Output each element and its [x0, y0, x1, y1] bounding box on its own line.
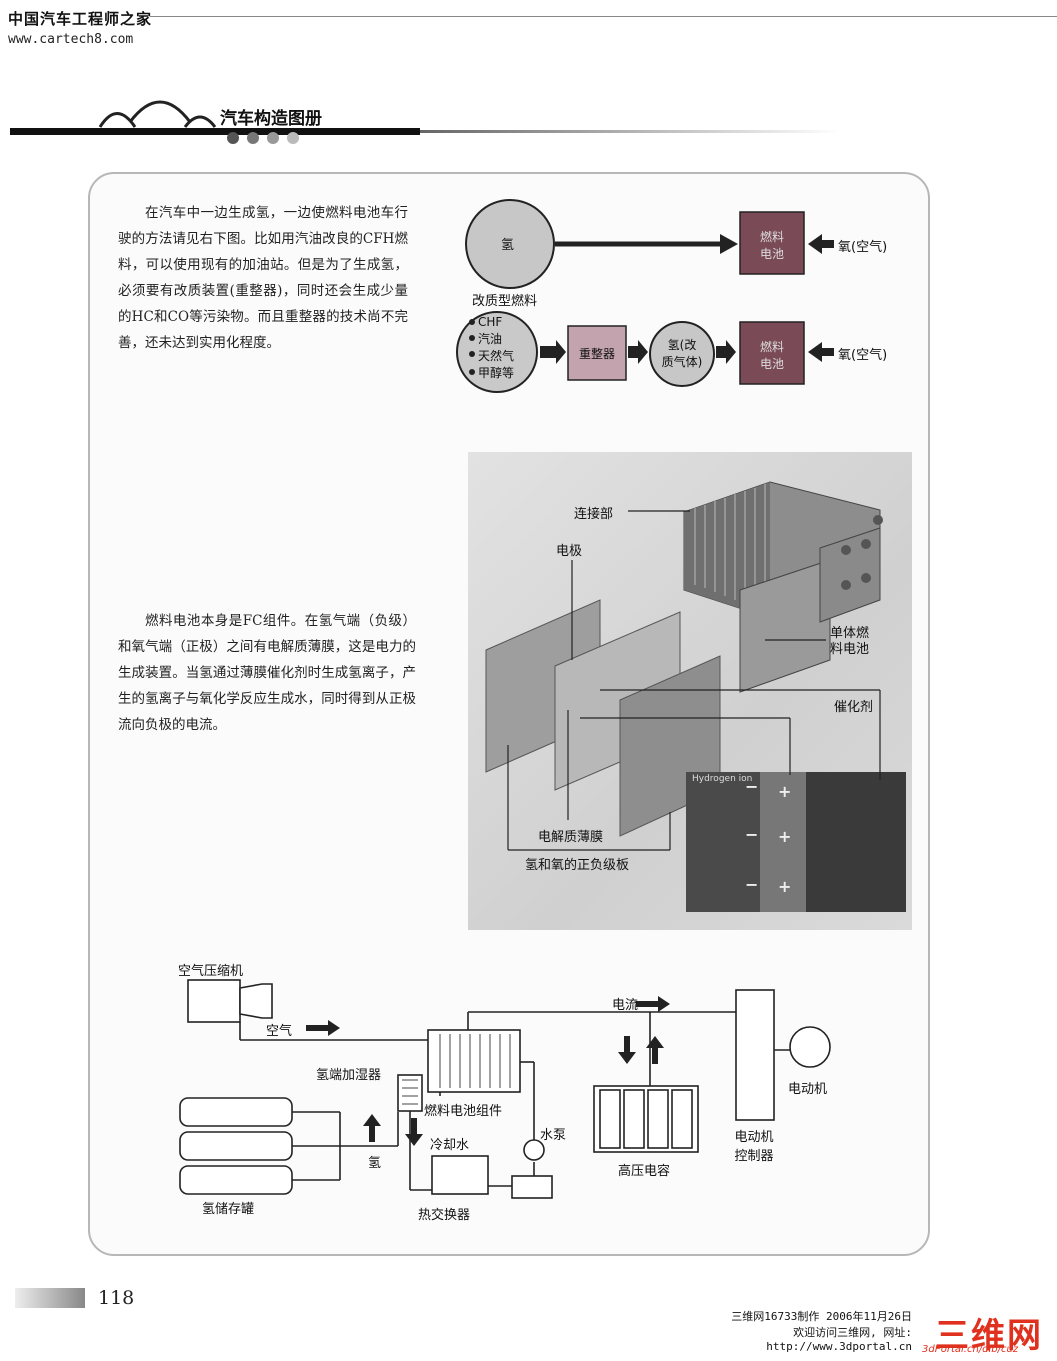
single-cell-label: 单体燃料电池: [830, 626, 870, 657]
motor-label: 电动机: [788, 1082, 828, 1097]
header-dots-ornament: [227, 132, 299, 144]
credit-line: 欢迎访问三维网, 网址:: [793, 1326, 912, 1339]
air-label: 空气: [266, 1024, 293, 1039]
credit-url: http://www.3dportal.cn: [766, 1340, 912, 1353]
fuel-cell-stack-label: 燃料电池组件: [424, 1104, 503, 1119]
reformed-gas-label: 氢(改质气体): [661, 338, 703, 369]
feedstock-item: CHF: [478, 315, 503, 329]
feedstock-item: 汽油: [478, 332, 503, 346]
site-title: 中国汽车工程师之家: [8, 10, 153, 28]
hydrogen-tanks-label: 氢储存罐: [202, 1202, 255, 1217]
header-arcs-ornament: [98, 100, 217, 128]
feedstock-list: CHF 汽油 天然气 甲醇等: [478, 314, 514, 382]
intro-paragraph: 在汽车中一边生成氢，一边使燃料电池车行驶的方法请见右下图。比如用汽油改良的CFH…: [118, 205, 408, 351]
inset-label: Hydrogen ion: [692, 774, 753, 784]
hv-capacitor-label: 高压电容: [618, 1164, 671, 1179]
feedstock-item: 甲醇等: [478, 366, 515, 380]
hydrogen-flow-label: 氢: [368, 1156, 382, 1171]
coolant-label: 冷却水: [430, 1138, 470, 1153]
current-label: 电流: [612, 998, 639, 1013]
membrane-label: 电解质薄膜: [538, 830, 604, 845]
motor-controller-label: 电动机控制器: [734, 1130, 774, 1164]
oxygen-bottom-label: 氧(空气): [838, 348, 888, 363]
reformed-fuel-label: 改质型燃料: [472, 294, 538, 309]
fuel-cell-bottom-label: 燃料电池: [759, 340, 784, 371]
reformer-label: 重整器: [578, 347, 615, 361]
watermark-url: 3dPortal.cn/dib/cuz: [922, 1344, 1019, 1355]
header-bar: [10, 128, 420, 135]
header-bar-fade: [420, 130, 840, 133]
footer-bar: [15, 1288, 85, 1308]
hydrogen-label: 氢: [501, 238, 515, 253]
oxygen-top-label: 氧(空气): [838, 240, 888, 255]
site-url: www.cartech8.com: [8, 32, 134, 47]
fuel-cell-top-label: 燃料电池: [759, 230, 784, 261]
electrode-label: 电极: [556, 544, 583, 559]
plates-label: 氢和氧的正负级板: [525, 858, 630, 873]
connection-label: 连接部: [574, 507, 614, 522]
water-pump-label: 水泵: [540, 1128, 567, 1143]
page-number: 118: [98, 1287, 135, 1309]
catalyst-label: 催化剂: [834, 700, 874, 715]
heat-exchanger-label: 热交换器: [418, 1208, 471, 1223]
top-rule: [150, 16, 1057, 17]
humidifier-label: 氢端加湿器: [316, 1068, 382, 1083]
feedstock-item: 天然气: [478, 349, 515, 363]
fuel-cell-paragraph: 燃料电池本身是FC组件。在氢气端（负级）和氧气端（正极）之间有电解质薄膜，这是电…: [118, 613, 416, 733]
air-compressor-label: 空气压缩机: [178, 964, 244, 979]
credit-line: 三维网16733制作 2006年11月26日: [731, 1310, 912, 1323]
watermark-logo: 三维网: [935, 1316, 1043, 1356]
book-title: 汽车构造图册: [220, 109, 322, 129]
